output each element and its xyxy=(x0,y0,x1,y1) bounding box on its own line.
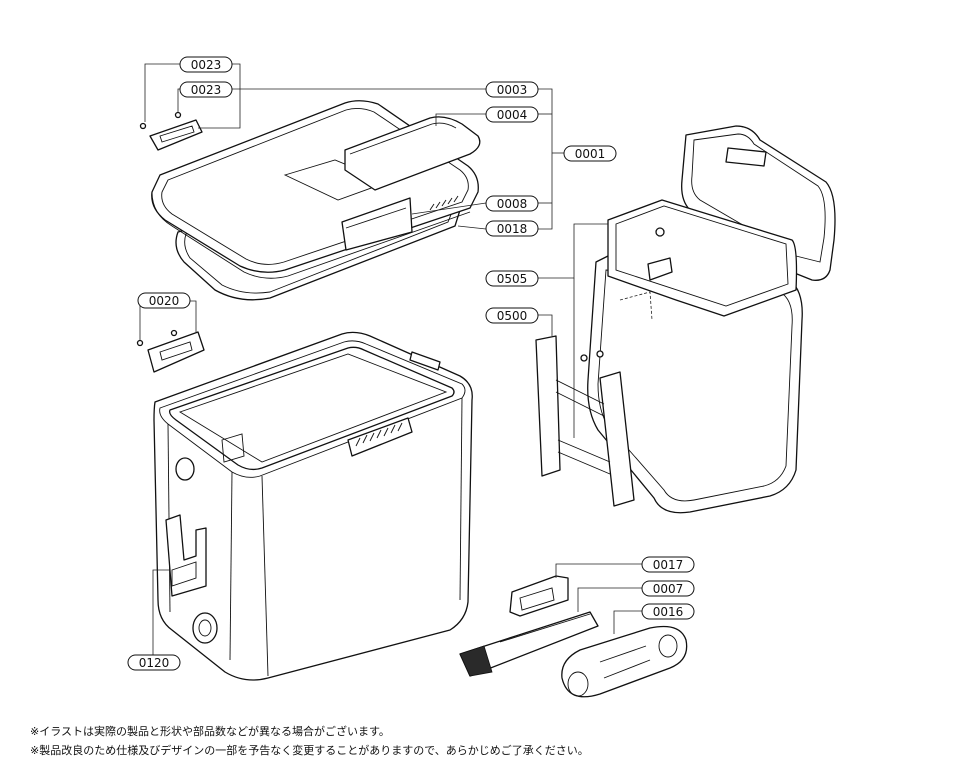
callout-label: 0120 xyxy=(139,656,170,670)
lid-assembly xyxy=(139,100,481,301)
callout-0017: 0017 xyxy=(641,556,695,573)
inner-tray xyxy=(607,199,798,317)
callout-label: 0020 xyxy=(149,294,180,308)
footnote-specification-disclaimer: ※製品改良のため仕様及びデザインの一部を予告なく変更することがありますので、あら… xyxy=(30,744,589,757)
callout-0505: 0505 xyxy=(485,270,539,287)
callout-label: 0023 xyxy=(191,58,222,72)
right-assembly xyxy=(535,125,836,514)
connector-plate xyxy=(147,331,205,373)
hinge-plate xyxy=(149,119,203,151)
side-frame xyxy=(535,335,635,507)
leader-lines xyxy=(139,63,642,655)
callout-label: 0001 xyxy=(575,147,606,161)
callout-label: 0018 xyxy=(497,222,528,236)
screw xyxy=(139,122,147,130)
lid-strap xyxy=(344,116,481,191)
lid-latch xyxy=(341,197,413,251)
callout-label: 0505 xyxy=(497,272,528,286)
callout-label: 0016 xyxy=(653,605,684,619)
callout-0008: 0008 xyxy=(485,195,539,212)
tray-knob xyxy=(655,227,665,237)
callout-label: 0007 xyxy=(653,582,684,596)
screw xyxy=(174,111,182,119)
callout-label: 0017 xyxy=(653,558,684,572)
accessories xyxy=(459,575,688,698)
callout-0007: 0007 xyxy=(641,580,695,597)
drain-plug xyxy=(192,612,218,644)
hinge-grille xyxy=(429,195,459,211)
clip-part xyxy=(509,575,569,617)
callout-0016: 0016 xyxy=(641,603,695,620)
callout-0120: 0120 xyxy=(127,654,181,671)
screw xyxy=(170,329,178,337)
callout-label: 0008 xyxy=(497,197,528,211)
callout-0018: 0018 xyxy=(485,220,539,237)
footnotes: ※イラストは実際の製品と形状や部品数などが異なる場合がございます。 ※製品改良の… xyxy=(30,722,930,760)
inner-lid xyxy=(681,125,836,281)
connector-plate-assembly xyxy=(136,329,205,373)
callout-label: 0003 xyxy=(497,83,528,97)
callout-0020: 0020 xyxy=(137,292,191,309)
callout-label: 0500 xyxy=(497,309,528,323)
callout-0004: 0004 xyxy=(485,106,539,123)
callout-label: 0004 xyxy=(497,108,528,122)
footnote-illustration-disclaimer: ※イラストは実際の製品と形状や部品数などが異なる場合がございます。 xyxy=(30,725,390,738)
side-button xyxy=(175,457,195,481)
box-opening xyxy=(168,346,455,471)
callout-0023-a: 0023 xyxy=(179,56,233,73)
callout-0001: 0001 xyxy=(563,145,617,162)
box-latch-grille xyxy=(347,417,413,457)
callout-0003: 0003 xyxy=(485,81,539,98)
callout-label: 0023 xyxy=(191,83,222,97)
handle-grip xyxy=(561,625,688,698)
screw xyxy=(136,339,144,347)
outer-shell xyxy=(587,254,803,514)
callout-0500: 0500 xyxy=(485,307,539,324)
callout-0023-b: 0023 xyxy=(179,81,233,98)
cooler-box-body xyxy=(153,331,473,681)
